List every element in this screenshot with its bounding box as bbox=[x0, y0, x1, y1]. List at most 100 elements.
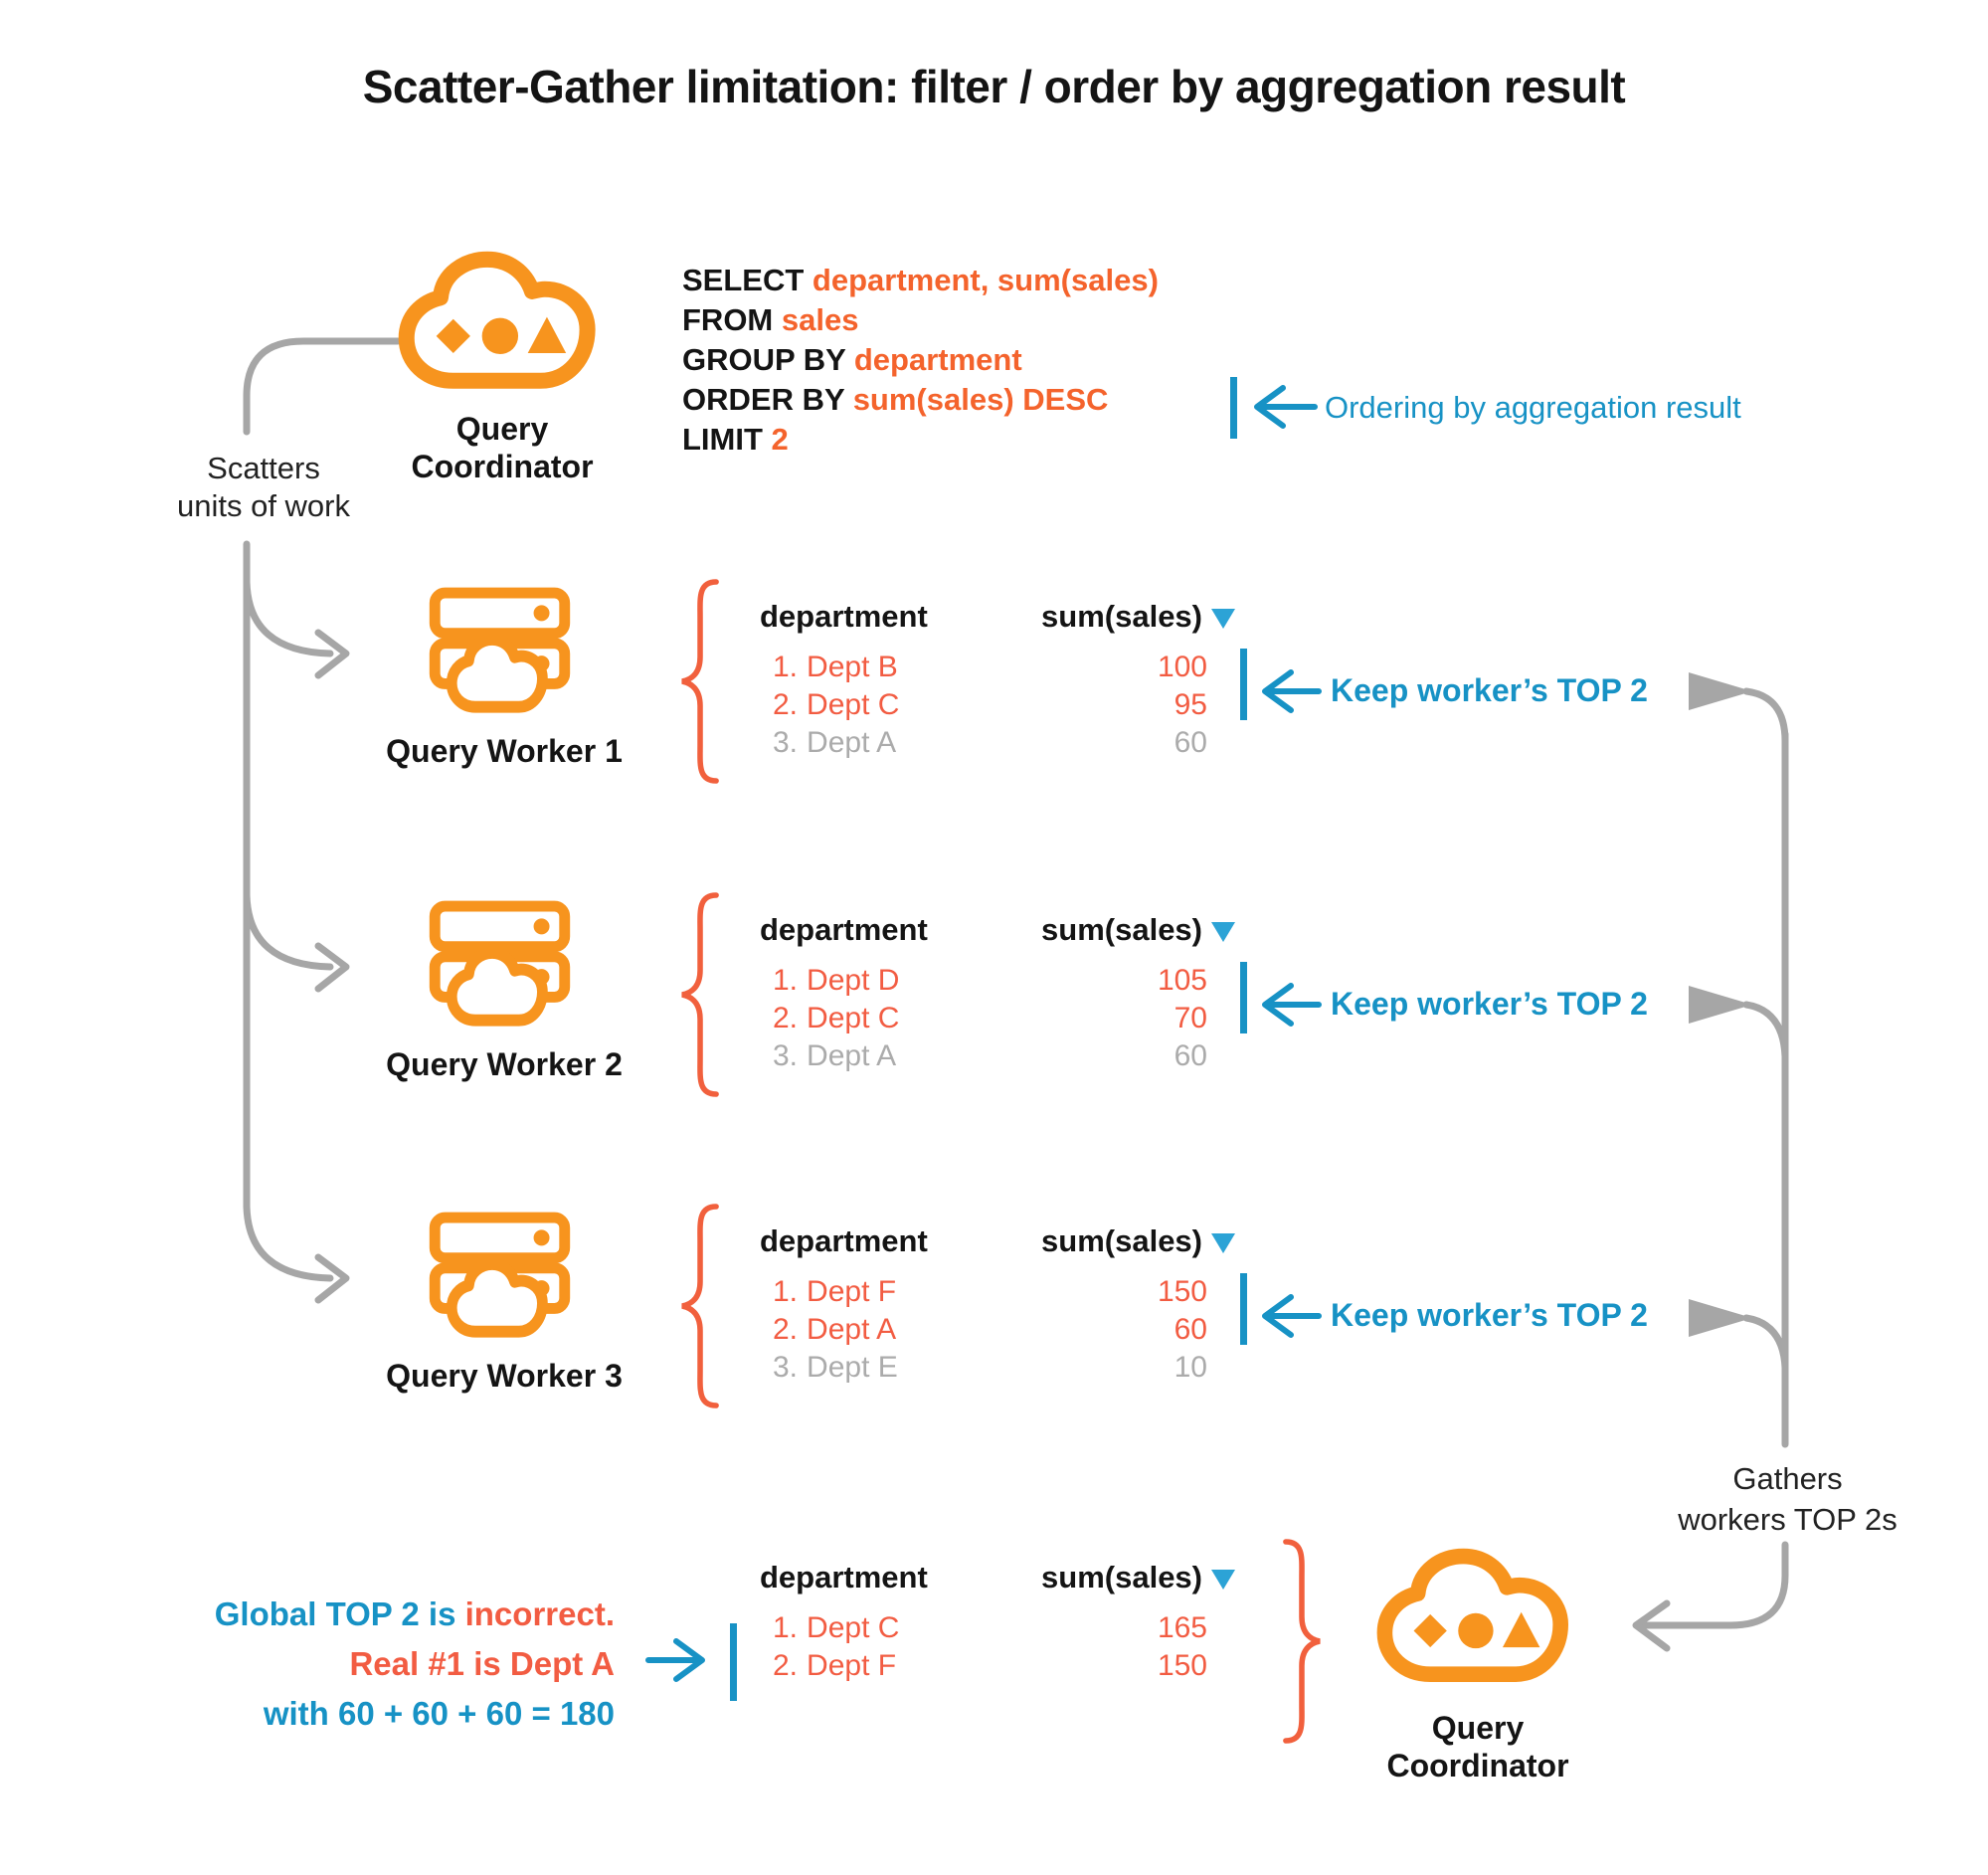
sql-line-groupby: GROUP BY department bbox=[682, 342, 1022, 377]
sales-value: 70 bbox=[1174, 1002, 1207, 1034]
right-arrow-icon bbox=[645, 1638, 705, 1682]
sort-desc-icon bbox=[1211, 1570, 1235, 1590]
sales-value: 105 bbox=[1157, 964, 1207, 997]
table-row: 1.Dept B 100 bbox=[760, 649, 1235, 686]
query-worker-server-cloud-icon bbox=[429, 587, 571, 713]
table-row: 1.Dept C 165 bbox=[760, 1609, 1235, 1647]
scatters-label: Scatters units of work bbox=[176, 451, 350, 523]
final-result-bar bbox=[730, 1623, 737, 1701]
ordering-annotation: Ordering by aggregation result bbox=[1325, 390, 1741, 425]
sql-query: SELECT department, sum(sales) FROM sales… bbox=[682, 261, 1159, 460]
table-row: 1.Dept D 105 bbox=[760, 962, 1235, 1000]
worker-block-1: Query Worker 1 department sum(sales) 1.D… bbox=[0, 579, 1988, 826]
worker-block-2: Query Worker 2 department sum(sales) 1.D… bbox=[0, 892, 1988, 1139]
triangle-icon bbox=[1502, 1611, 1540, 1648]
query-worker-server-cloud-icon bbox=[429, 900, 571, 1027]
page-title: Scatter-Gather limitation: filter / orde… bbox=[362, 61, 1626, 112]
table-brace bbox=[681, 579, 719, 784]
sort-desc-icon bbox=[1211, 1233, 1235, 1253]
dept-cell: 2.Dept F bbox=[773, 1649, 897, 1682]
dept-cell: 3.Dept E bbox=[773, 1351, 898, 1384]
sql-line-select: SELECT department, sum(sales) bbox=[682, 263, 1159, 297]
dept-cell: 1.Dept F bbox=[773, 1275, 897, 1308]
keep-top2-bar bbox=[1240, 1273, 1247, 1345]
table-row: 3.Dept A 60 bbox=[760, 1037, 1235, 1075]
table-row: 2.Dept C 70 bbox=[760, 1000, 1235, 1037]
left-arrowhead-icon bbox=[1632, 1599, 1671, 1652]
column-header-department: department bbox=[760, 599, 928, 634]
coordinator-label-line1: Query bbox=[455, 411, 549, 447]
sql-line-orderby: ORDER BY sum(sales) DESC bbox=[682, 382, 1109, 417]
sql-line-limit: LIMIT 2 bbox=[682, 422, 789, 457]
dept-cell: 1.Dept B bbox=[773, 651, 898, 683]
keep-top2-label: Keep worker’s TOP 2 bbox=[1331, 1297, 1648, 1333]
table-brace bbox=[681, 892, 719, 1097]
table-header: department sum(sales) bbox=[760, 597, 1235, 637]
sales-value: 60 bbox=[1174, 1039, 1207, 1072]
query-worker-server-cloud-icon bbox=[429, 1212, 571, 1338]
table-header: department sum(sales) bbox=[760, 910, 1235, 950]
triangle-icon bbox=[527, 316, 567, 353]
query-coordinator-cloud-icon bbox=[398, 251, 596, 389]
column-header-department: department bbox=[760, 1560, 928, 1594]
table-row: 3.Dept E 10 bbox=[760, 1349, 1235, 1387]
results-table: department sum(sales) 1.Dept D 105 2.Dept… bbox=[760, 910, 1235, 1075]
sql-line-from: FROM sales bbox=[682, 302, 859, 337]
left-arrow-icon bbox=[1254, 385, 1318, 429]
column-header-sum: sum(sales) bbox=[1041, 910, 1235, 950]
worker-block-3: Query Worker 3 department sum(sales) 1.D… bbox=[0, 1204, 1988, 1450]
keep-top2-label: Keep worker’s TOP 2 bbox=[1331, 986, 1648, 1022]
coordinator-label: Query Coordinator bbox=[1358, 1709, 1597, 1784]
table-row: 2.Dept F 150 bbox=[760, 1647, 1235, 1685]
dept-cell: 1.Dept D bbox=[773, 964, 900, 997]
dept-cell: 3.Dept A bbox=[773, 726, 897, 759]
coordinator-label-line2: Coordinator bbox=[411, 449, 594, 484]
circle-icon bbox=[481, 317, 519, 355]
sales-value: 150 bbox=[1157, 1275, 1207, 1308]
table-row: 1.Dept F 150 bbox=[760, 1273, 1235, 1311]
query-coordinator-cloud-icon bbox=[1376, 1548, 1568, 1682]
keep-top2-bar bbox=[1240, 962, 1247, 1033]
diamond-icon bbox=[1413, 1613, 1447, 1648]
sales-value: 150 bbox=[1157, 1649, 1207, 1682]
coordinator-label: Query Coordinator bbox=[383, 410, 622, 485]
results-table: department sum(sales) 1.Dept B 100 2.Dept… bbox=[760, 597, 1235, 762]
verdict-line3: with 60 + 60 + 60 = 180 bbox=[263, 1695, 615, 1732]
verdict-text: Global TOP 2 is incorrect. Real #1 is De… bbox=[159, 1590, 615, 1739]
dept-cell: 2.Dept C bbox=[773, 688, 900, 721]
column-header-sum: sum(sales) bbox=[1041, 597, 1235, 637]
keep-top2-bar bbox=[1240, 649, 1247, 720]
column-header-sum: sum(sales) bbox=[1041, 1558, 1235, 1597]
column-header-department: department bbox=[760, 1223, 928, 1258]
table-brace bbox=[681, 1204, 719, 1408]
sort-desc-icon bbox=[1211, 922, 1235, 942]
circle-icon bbox=[1458, 1612, 1494, 1649]
sales-value: 10 bbox=[1174, 1351, 1207, 1384]
coordinator-label-line2: Coordinator bbox=[1386, 1748, 1569, 1783]
sales-value: 165 bbox=[1157, 1611, 1207, 1644]
keep-top2-label: Keep worker’s TOP 2 bbox=[1331, 672, 1648, 708]
column-header-sum: sum(sales) bbox=[1041, 1221, 1235, 1261]
dept-cell: 1.Dept C bbox=[773, 1611, 900, 1644]
final-results-table: department sum(sales) 1.Dept C 165 2.Dept… bbox=[760, 1558, 1235, 1685]
table-header: department sum(sales) bbox=[760, 1558, 1235, 1597]
table-header: department sum(sales) bbox=[760, 1221, 1235, 1261]
verdict-line1: Global TOP 2 is incorrect. bbox=[214, 1595, 615, 1632]
worker-label: Query Worker 1 bbox=[386, 733, 623, 769]
gather-brace bbox=[1283, 1539, 1321, 1744]
dept-cell: 3.Dept A bbox=[773, 1039, 897, 1072]
sort-desc-icon bbox=[1211, 609, 1235, 629]
coordinator-label-line1: Query bbox=[1431, 1710, 1525, 1746]
scatter-connector bbox=[243, 337, 402, 436]
dept-cell: 2.Dept C bbox=[773, 1002, 900, 1034]
diamond-icon bbox=[436, 318, 470, 353]
sales-value: 100 bbox=[1157, 651, 1207, 683]
column-header-department: department bbox=[760, 912, 928, 947]
ordering-bar bbox=[1230, 377, 1237, 439]
worker-label: Query Worker 3 bbox=[386, 1358, 623, 1394]
results-table: department sum(sales) 1.Dept F 150 2.Dept… bbox=[760, 1221, 1235, 1387]
